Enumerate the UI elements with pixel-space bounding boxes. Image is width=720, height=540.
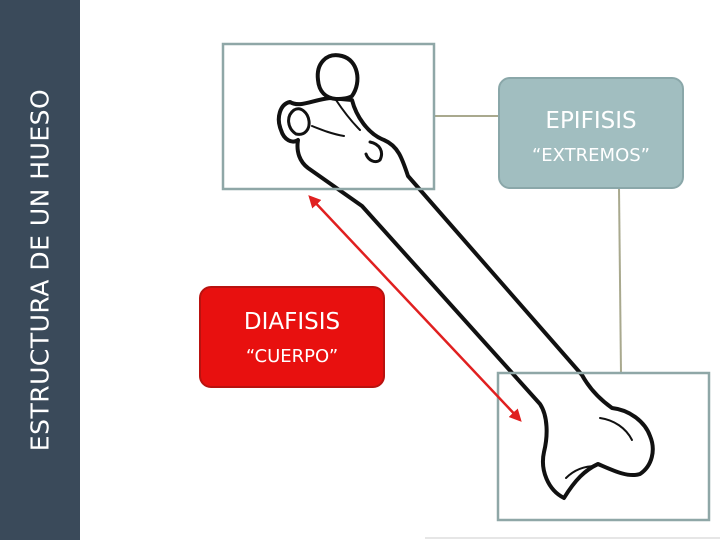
epifisis-frame-top (221, 42, 436, 191)
diafisis-label: DIAFISIS “CUERPO” (199, 286, 385, 388)
sidebar: ESTRUCTURA DE UN HUESO (0, 0, 80, 540)
epifisis-title: EPIFISIS (545, 108, 637, 134)
epifisis-frame-bottom (496, 371, 711, 522)
diafisis-arrow (308, 195, 522, 422)
epifisis-subtitle: “EXTREMOS” (531, 145, 651, 166)
footer-divider (425, 537, 720, 539)
connector-right (618, 187, 622, 375)
epifisis-label: EPIFISIS “EXTREMOS” (498, 77, 684, 189)
diafisis-subtitle: “CUERPO” (245, 346, 339, 367)
diafisis-title: DIAFISIS (243, 309, 341, 335)
